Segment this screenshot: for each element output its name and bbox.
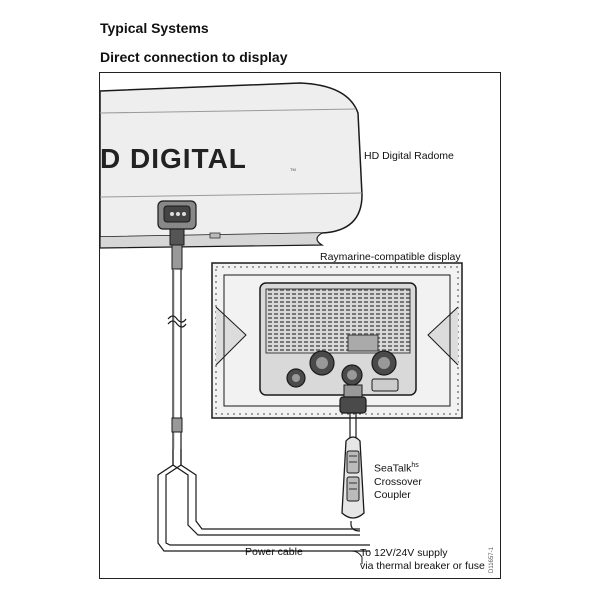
section-title: Typical Systems	[100, 20, 209, 36]
wiring-diagram: D DIGITAL TM	[100, 82, 463, 564]
power-cable	[157, 449, 370, 564]
radome-cable	[167, 228, 187, 449]
label-coupler-line2: Crossover	[374, 475, 422, 488]
raymarine-display	[211, 262, 463, 419]
label-coupler-superscript: hs	[411, 462, 419, 469]
label-display: Raymarine-compatible display	[320, 251, 461, 263]
label-coupler: SeaTalkhs Crossover Coupler	[374, 459, 422, 502]
display-cable	[349, 413, 357, 441]
label-radome: HD Digital Radome	[364, 150, 454, 162]
diagram-subtitle: Direct connection to display	[100, 49, 288, 65]
radome-trademark: TM	[290, 167, 296, 172]
label-supply-line1: To 12V/24V supply	[360, 547, 448, 559]
seatalk-crossover-coupler	[341, 436, 365, 532]
drawing-id: D11657-1	[489, 547, 495, 573]
radome: D DIGITAL TM	[100, 82, 363, 249]
diagram-frame: D DIGITAL TM	[99, 72, 501, 579]
label-supply: To 12V/24V supply via thermal breaker or…	[360, 547, 485, 573]
label-coupler-line1: SeaTalk	[374, 462, 412, 475]
label-coupler-line3: Coupler	[374, 488, 411, 501]
label-supply-line2: via thermal breaker or fuse	[360, 560, 485, 572]
label-power-cable: Power cable	[245, 546, 303, 558]
radome-brand-text: D DIGITAL	[100, 143, 247, 174]
